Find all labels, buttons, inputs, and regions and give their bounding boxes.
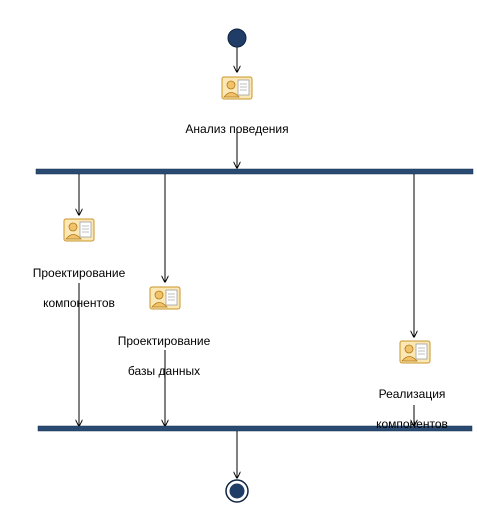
activity-label-line: Проектирование	[117, 334, 211, 348]
activity-label-line: Реализация	[378, 387, 446, 401]
join-bar[interactable]	[37, 425, 473, 432]
final-node-inner	[229, 483, 245, 499]
activity-label-analysis[interactable]: Анализ поведения	[157, 107, 317, 152]
activity-label-line: Проектирование	[32, 266, 126, 280]
activity-label-line: Анализ поведения	[185, 122, 289, 136]
activity-label-impl-components[interactable]: Реализация компонентов	[352, 372, 472, 447]
activity-label-line: компонентов	[43, 296, 115, 310]
activity-label-design-components[interactable]: Проектирование компонентов	[14, 251, 144, 326]
activity-icon[interactable]	[221, 76, 253, 100]
activity-icon[interactable]	[63, 218, 95, 242]
activity-label-line: компонентов	[376, 417, 448, 431]
fork-bar[interactable]	[35, 168, 474, 175]
activity-label-line: базы данных	[127, 364, 201, 378]
initial-node[interactable]	[227, 28, 247, 48]
activity-icon[interactable]	[149, 286, 181, 310]
activity-label-design-db[interactable]: Проектирование базы данных	[99, 319, 229, 394]
activity-icon[interactable]	[399, 340, 431, 364]
